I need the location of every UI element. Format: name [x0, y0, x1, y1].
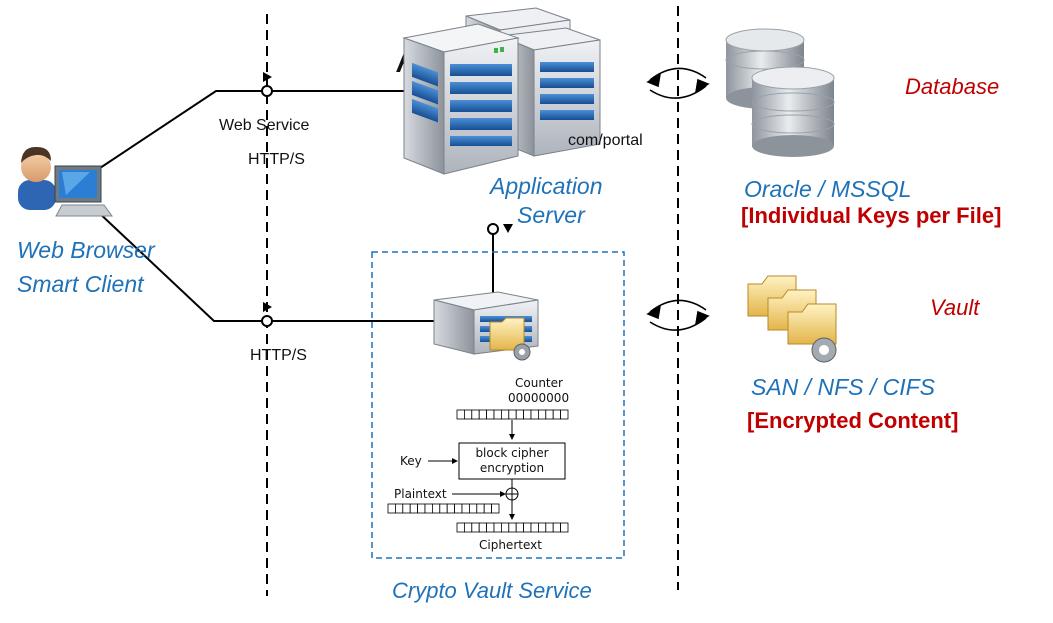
crypto-vault-label: Crypto Vault Service — [392, 578, 592, 603]
vault-label: Vault — [930, 295, 980, 320]
ciphertext-cells — [456, 522, 569, 533]
bit-cell — [560, 522, 569, 533]
url-fragment-label: com/portal — [568, 132, 643, 149]
http-bottom-label: HTTP/S — [250, 347, 307, 364]
block-cipher-line1: block cipher — [475, 446, 548, 460]
bit-cell — [500, 409, 510, 420]
cipher-ciphertext-label: Ciphertext — [479, 538, 542, 552]
sync-arrows-icon — [646, 67, 710, 331]
bit-cell — [523, 409, 532, 420]
bit-cell — [456, 409, 465, 420]
bit-cell — [456, 522, 465, 533]
app-server-label-line2: Server — [517, 202, 585, 228]
connection-lines — [95, 90, 494, 322]
bit-cell — [439, 503, 448, 514]
bit-cell — [538, 522, 547, 533]
bit-cell — [508, 409, 517, 420]
bit-cell — [552, 409, 562, 420]
cipher-counter-value: 00000000 — [508, 391, 569, 405]
san-label: SAN / NFS / CIFS — [751, 374, 936, 400]
bit-cell — [417, 503, 426, 514]
bit-cell — [515, 522, 525, 533]
bit-cell — [515, 409, 525, 420]
bit-cell — [483, 503, 493, 514]
smart-client-label: Smart Client — [17, 271, 144, 297]
plaintext-cells — [387, 503, 500, 514]
bit-cell — [530, 522, 539, 533]
cipher-counter-label: Counter — [515, 376, 563, 390]
bit-cell — [508, 522, 517, 533]
bit-cell — [454, 503, 463, 514]
bit-cell — [471, 522, 480, 533]
web-browser-label: Web Browser — [17, 237, 155, 263]
bit-cell — [478, 409, 488, 420]
bit-cell — [446, 503, 456, 514]
bit-cell — [478, 522, 488, 533]
bit-cell — [560, 409, 569, 420]
counter-cells — [456, 409, 569, 420]
cipher-diagram: Counter 00000000 block cipher encryption… — [387, 376, 569, 552]
bit-cell — [394, 503, 404, 514]
bit-cell — [409, 503, 419, 514]
database-label: Database — [905, 74, 1000, 99]
bit-cell — [491, 503, 500, 514]
bit-cell — [486, 522, 495, 533]
database-icon — [725, 28, 835, 157]
vault-server-icon — [433, 291, 539, 361]
encrypted-content-label: [Encrypted Content] — [747, 408, 959, 433]
bit-cell — [552, 522, 562, 533]
folders-icon — [747, 275, 837, 363]
user-computer-icon — [18, 146, 113, 217]
bit-cell — [471, 409, 480, 420]
individual-keys-label: [Individual Keys per File] — [741, 203, 1002, 228]
crypto-vault-box — [371, 251, 625, 559]
bit-cell — [523, 522, 532, 533]
bit-cell — [402, 503, 411, 514]
bit-cell — [493, 409, 502, 420]
bit-cell — [538, 409, 547, 420]
server-cluster-icon — [402, 7, 601, 175]
bit-cell — [545, 409, 554, 420]
bit-cell — [486, 409, 495, 420]
bit-cell — [468, 503, 478, 514]
bit-cell — [476, 503, 485, 514]
bit-cell — [387, 503, 396, 514]
bit-cell — [463, 409, 473, 420]
bit-cell — [461, 503, 470, 514]
http-top-label: HTTP/S — [248, 151, 305, 168]
bit-cell — [493, 522, 502, 533]
bit-cell — [545, 522, 554, 533]
bit-cell — [500, 522, 510, 533]
connection-markers — [261, 72, 513, 327]
block-cipher-line2: encryption — [480, 461, 544, 475]
bit-cell — [424, 503, 433, 514]
bit-cell — [431, 503, 441, 514]
app-server-label-line1: Application — [490, 173, 603, 199]
cipher-plaintext-label: Plaintext — [394, 487, 447, 501]
bit-cell — [530, 409, 539, 420]
cipher-key-label: Key — [400, 454, 422, 468]
web-service-label: Web Service — [219, 117, 310, 134]
bit-cell — [463, 522, 473, 533]
oracle-label: Oracle / MSSQL — [744, 176, 912, 202]
